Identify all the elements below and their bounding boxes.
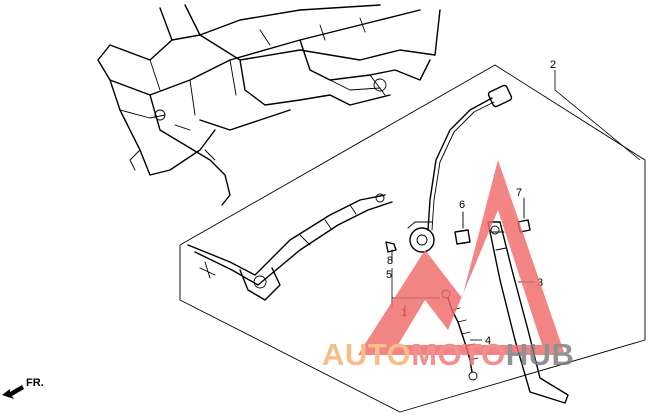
callout-4: 4 (485, 335, 491, 347)
front-arrow-icon (2, 385, 24, 399)
callout-6: 6 (459, 199, 465, 211)
front-direction-indicator: FR. (2, 377, 44, 399)
assembly-box-outline (179, 64, 646, 413)
stand-leg (487, 221, 569, 404)
callout-8: 8 (387, 255, 393, 267)
watermark-auto: AUTO (322, 337, 411, 372)
small-fasteners (385, 197, 531, 263)
callout-5: 5 (386, 269, 392, 281)
stand-switch-cable (407, 84, 513, 253)
svg-text:AUTOMOTOHUB: AUTOMOTOHUB (322, 337, 574, 372)
watermark-moto: MOTO (411, 337, 505, 372)
front-label: FR. (26, 377, 44, 389)
callout-2: 2 (550, 59, 556, 71)
watermark-triangle-logo-icon (358, 160, 565, 355)
motorcycle-frame (97, 4, 441, 206)
watermark: AUTOMOTOHUB (322, 160, 574, 372)
callout-7: 7 (516, 187, 522, 199)
side-stand-bar (187, 193, 393, 301)
watermark-hub: HUB (506, 337, 575, 372)
